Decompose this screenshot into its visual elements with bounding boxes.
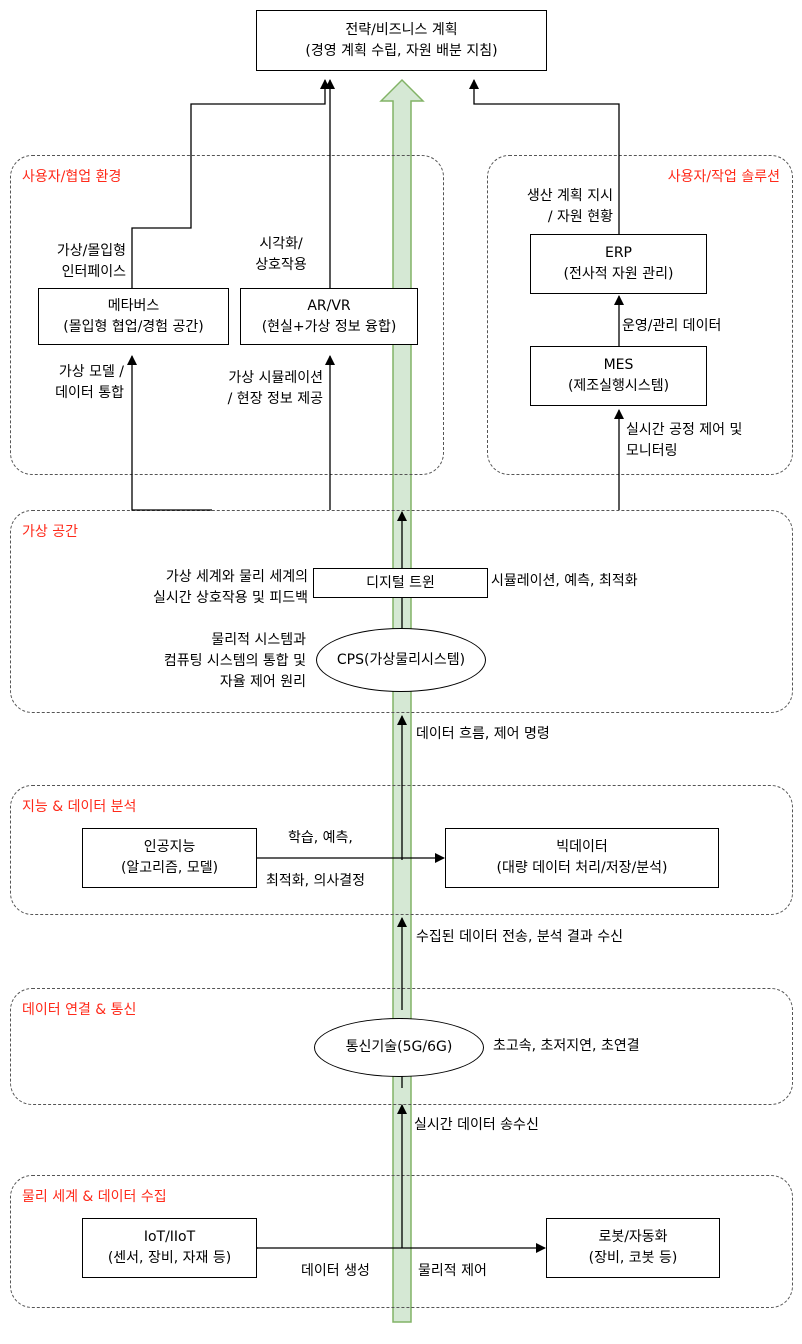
arvr-box[interactable]: AR/VR (현실+가상 정보 융합) — [240, 288, 418, 345]
mes-subtitle: (제조실행시스템) — [567, 378, 670, 394]
label-comm-right: 초고속, 초저지연, 초연결 — [493, 1038, 640, 1054]
group-user-work: 사용자/작업 솔루션 — [487, 155, 793, 475]
group-title-user-collab: 사용자/협업 환경 — [22, 169, 122, 185]
connector-virtual-to-metaverse — [127, 355, 212, 511]
mes-box[interactable]: MES (제조실행시스템) — [530, 346, 707, 406]
label-ai-top: 학습, 예측, — [288, 830, 353, 846]
robot-title: 로봇/자동화 — [598, 1229, 668, 1245]
robot-box[interactable]: 로봇/자동화 (장비, 코봇 등) — [546, 1218, 720, 1278]
metaverse-subtitle: (몰입형 협업/경험 공간) — [63, 318, 204, 335]
ai-box[interactable]: 인공지능 (알고리즘, 모델) — [82, 828, 257, 888]
label-visual-interaction: 시각화/ 상호작용 — [255, 236, 307, 273]
label-collected: 수집된 데이터 전송, 분석 결과 수신 — [416, 929, 624, 945]
comm-title: 통신기술(5G/6G) — [345, 1039, 453, 1055]
label-simulation-provide: 가상 시뮬레이션 / 현장 정보 제공 — [227, 370, 323, 407]
erp-box[interactable]: ERP (전사적 자원 관리) — [530, 234, 707, 294]
bigdata-subtitle: (대량 데이터 처리/저장/분석) — [496, 860, 668, 876]
label-ops-data: 운영/관리 데이터 — [622, 318, 722, 334]
digital-twin-title: 디지털 트윈 — [366, 574, 435, 591]
metaverse-title: 메타버스 — [107, 297, 160, 314]
group-virtual: 가상 공간 — [10, 510, 793, 713]
group-title-intelligence: 지능 & 데이터 분석 — [22, 799, 137, 815]
iot-subtitle: (센서, 장비, 자재 등) — [107, 1250, 232, 1266]
bigdata-box[interactable]: 빅데이터 (대량 데이터 처리/저장/분석) — [445, 828, 719, 888]
iot-box[interactable]: IoT/IIoT (센서, 장비, 자재 등) — [82, 1218, 257, 1278]
cps-ellipse[interactable]: CPS(가상물리시스템) — [316, 628, 486, 692]
iot-title: IoT/IIoT — [143, 1229, 196, 1245]
group-user-collab: 사용자/협업 환경 — [10, 155, 444, 475]
digital-twin-box[interactable]: 디지털 트윈 — [313, 568, 488, 598]
strategy-title: 전략/비즈니스 계획 — [345, 21, 458, 38]
mes-title: MES — [603, 357, 634, 373]
group-title-user-work: 사용자/작업 솔루션 — [667, 169, 780, 185]
central-flow-arrow-shape — [379, 78, 425, 1323]
label-realtime-tx: 실시간 데이터 송수신 — [414, 1117, 539, 1133]
ai-subtitle: (알고리즘, 모델) — [120, 860, 219, 876]
group-title-connect: 데이터 연결 & 통신 — [22, 1002, 137, 1018]
arvr-title: AR/VR — [307, 297, 351, 314]
label-production-plan: 생산 계획 지시 / 자원 현황 — [526, 188, 613, 225]
label-physical-control: 물리적 제어 — [418, 1263, 487, 1279]
label-cps-left: 물리적 시스템과 컴퓨팅 시스템의 통합 및 자율 제어 원리 — [163, 632, 306, 690]
label-dt-left: 가상 세계와 물리 세계의 실시간 상호작용 및 피드백 — [152, 569, 308, 606]
strategy-box[interactable]: 전략/비즈니스 계획 (경영 계획 수립, 자원 배분 지침) — [256, 10, 547, 71]
erp-subtitle: (전사적 자원 관리) — [563, 266, 674, 282]
ai-title: 인공지능 — [143, 839, 196, 855]
label-dt-right: 시뮬레이션, 예측, 최적화 — [491, 573, 638, 589]
cps-title: CPS(가상물리시스템) — [336, 651, 466, 668]
robot-subtitle: (장비, 코봇 등) — [588, 1250, 678, 1266]
arvr-subtitle: (현실+가상 정보 융합) — [261, 318, 397, 335]
bigdata-title: 빅데이터 — [556, 839, 608, 855]
label-data-generation: 데이터 생성 — [301, 1263, 370, 1279]
connector-metaverse-to-top — [131, 79, 330, 288]
erp-title: ERP — [604, 245, 632, 261]
connector-erp-to-top — [469, 79, 620, 234]
label-virtual-immersive: 가상/몰입형 인터페이스 — [56, 241, 126, 283]
label-realtime-control: 실시간 공정 제어 및 모니터링 — [626, 422, 743, 459]
label-flow-control: 데이터 흐름, 제어 명령 — [416, 726, 550, 742]
group-title-virtual: 가상 공간 — [22, 524, 78, 540]
strategy-subtitle: (경영 계획 수립, 자원 배분 지침) — [305, 42, 498, 59]
label-ai-bottom: 최적화, 의사결정 — [266, 873, 366, 889]
comm-ellipse[interactable]: 통신기술(5G/6G) — [314, 1018, 484, 1077]
label-virtual-model: 가상 모델 / 데이터 통합 — [55, 364, 124, 401]
metaverse-box[interactable]: 메타버스 (몰입형 협업/경험 공간) — [38, 288, 229, 345]
group-title-physical: 물리 세계 & 데이터 수집 — [22, 1189, 167, 1205]
